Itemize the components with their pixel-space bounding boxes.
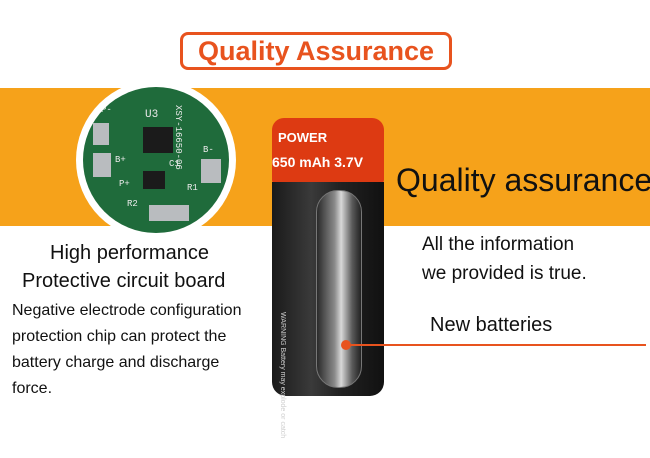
battery-window <box>316 190 362 388</box>
page-title: Quality Assurance <box>197 35 435 66</box>
battery-warning-text: WARNING Battery may explode or catch <box>279 312 286 439</box>
pcb-chip <box>143 171 165 189</box>
headline: Quality assurance <box>396 162 650 198</box>
pcb-image: P- U3 XSY-16650-06 B+ B- P+ R1 R2 C1 <box>83 87 229 233</box>
battery-cap: POWER 650 mAh 3.7V <box>272 118 384 184</box>
pcb-label-b-minus: B- <box>203 145 214 155</box>
pointer-line <box>346 344 646 346</box>
pcb-label-c1: C1 <box>169 159 180 169</box>
pcb-label-p-minus: P- <box>101 105 112 115</box>
pcb-chip-label: U3 <box>145 109 159 121</box>
description-line-3: battery charge and discharge <box>12 354 220 371</box>
feature-heading-1: High performance <box>50 242 209 264</box>
pcb-pad <box>93 123 109 145</box>
pcb-label-b-plus: B+ <box>115 155 126 165</box>
pcb-label-r1: R1 <box>187 183 198 193</box>
pcb-pad <box>93 153 111 177</box>
description-line-1: Negative electrode configuration <box>12 302 242 319</box>
pcb-pad <box>201 159 221 183</box>
pcb-label-r2: R2 <box>127 199 138 209</box>
pcb-pad <box>149 205 189 221</box>
info-line-1: All the information <box>422 234 575 255</box>
battery-brand: POWER <box>278 130 328 145</box>
battery-spec: 650 mAh 3.7V <box>272 154 364 170</box>
title-badge: Quality Assurance <box>180 32 452 70</box>
description-line-4: force. <box>12 380 53 397</box>
battery-body: WARNING Battery may explode or catch <box>272 182 384 438</box>
pcb-label-p-plus: P+ <box>119 179 130 189</box>
new-batteries-label: New batteries <box>430 314 553 336</box>
info-line-2: we provided is true. <box>422 263 587 284</box>
feature-heading-2: Protective circuit board <box>22 270 226 292</box>
description-line-2: protection chip can protect the <box>12 328 227 345</box>
pcb-chip <box>143 127 173 153</box>
battery-image: POWER 650 mAh 3.7V WARNING Battery may e… <box>272 118 384 438</box>
